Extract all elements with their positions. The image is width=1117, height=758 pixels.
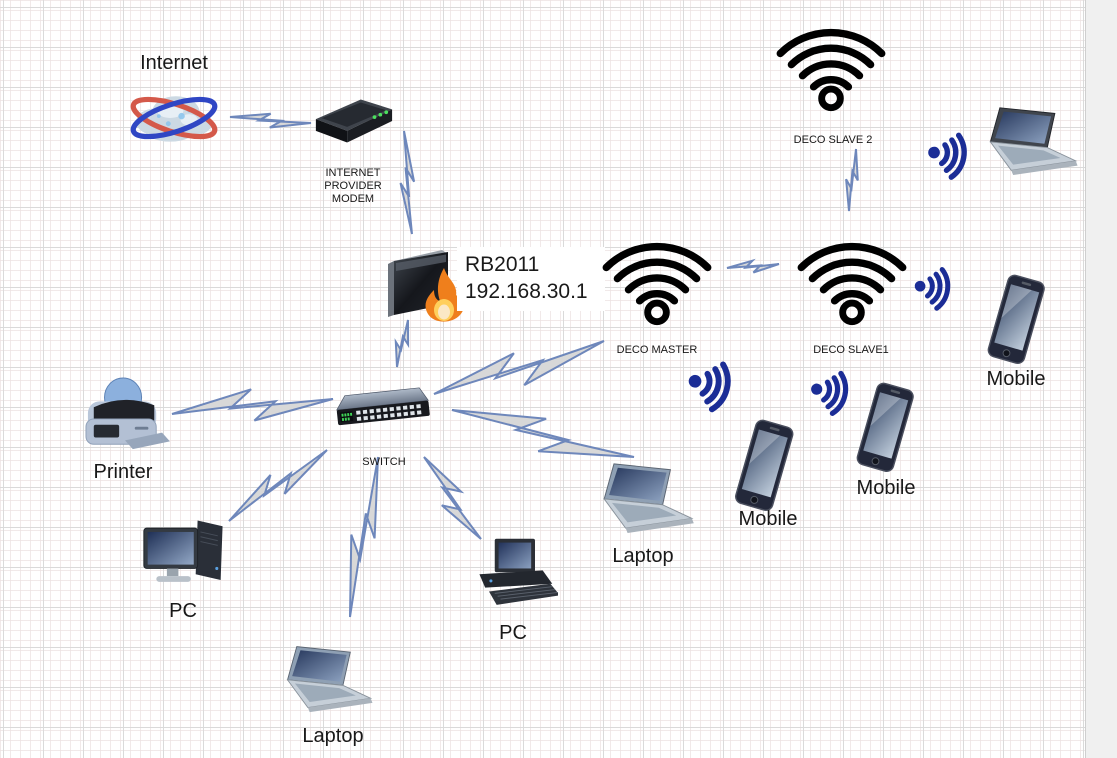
internet-label: Internet <box>140 52 208 74</box>
page-edge <box>1085 0 1117 758</box>
wireless-signal-icon <box>811 370 849 416</box>
mobile2-label: Mobile <box>856 477 916 499</box>
pc1-label: PC <box>169 600 197 622</box>
lightning-connector-deco_slave2-deco_slave1[interactable] <box>845 148 859 212</box>
deco-slave2-label: DECO SLAVE 2 <box>793 134 873 146</box>
lightning-connector-switch-printer[interactable] <box>171 388 334 422</box>
wireless-signal-icon <box>928 132 967 180</box>
pc2-label: PC <box>499 622 527 644</box>
modem-label-line2: PROVIDER <box>324 180 382 192</box>
modem-label-line1: INTERNET <box>325 167 381 179</box>
wifi-ap-icon[interactable] <box>793 220 911 330</box>
mobile1-label: Mobile <box>738 508 798 530</box>
wifi-ap-icon[interactable] <box>598 220 716 330</box>
deco-master-label: DECO MASTER <box>616 344 698 356</box>
mobile-phone-icon[interactable] <box>975 269 1056 372</box>
wireless-signal-icon <box>688 361 731 413</box>
retro-pc-icon[interactable] <box>466 538 558 620</box>
internet-cloud-icon[interactable] <box>126 82 222 154</box>
modem-icon[interactable] <box>310 92 396 154</box>
switch-icon[interactable] <box>336 386 430 434</box>
laptop2-label: Laptop <box>612 545 674 567</box>
laptop-icon[interactable] <box>598 460 700 534</box>
mobile-phone-icon[interactable] <box>843 376 925 479</box>
laptop1-label: Laptop <box>302 725 364 747</box>
mobile3-label: Mobile <box>986 368 1046 390</box>
lightning-connector-modem-rb2011[interactable] <box>399 130 416 235</box>
modem-label-line3: MODEM <box>331 193 375 205</box>
lightning-connector-switch-laptop2[interactable] <box>451 409 635 458</box>
printer-icon[interactable] <box>80 376 170 456</box>
lightning-connector-switch-laptop1[interactable] <box>349 456 379 618</box>
lightning-connector-deco_master-deco_slave1[interactable] <box>726 258 780 274</box>
deco-slave1-label: DECO SLAVE1 <box>813 344 889 356</box>
switch-label: SWITCH <box>362 456 406 468</box>
rb2011-ip-address: 192.168.30.1 <box>465 280 588 303</box>
firewall-router-icon[interactable] <box>386 242 464 326</box>
wireless-signal-icon <box>914 267 951 311</box>
lightning-connector-switch-pc1[interactable] <box>228 449 328 522</box>
laptop-icon[interactable] <box>282 640 378 716</box>
lightning-connector-switch-pc2[interactable] <box>423 456 482 540</box>
modem-label: INTERNET PROVIDER MODEM <box>324 167 381 206</box>
printer-label: Printer <box>93 461 153 483</box>
laptop-icon[interactable] <box>982 104 1086 176</box>
desktop-pc-icon[interactable] <box>140 516 236 594</box>
mobile-phone-icon[interactable] <box>721 413 806 519</box>
rb2011-callout[interactable]: RB2011 192.168.30.1 <box>457 247 605 311</box>
wifi-ap-icon[interactable] <box>772 6 890 116</box>
rb2011-name: RB2011 <box>465 253 540 276</box>
lightning-connector-rb2011-switch[interactable] <box>394 319 410 368</box>
lightning-connector-switch-deco_master[interactable] <box>433 340 605 395</box>
lightning-connector-internet-modem[interactable] <box>229 112 312 129</box>
flame-icon <box>425 268 464 322</box>
